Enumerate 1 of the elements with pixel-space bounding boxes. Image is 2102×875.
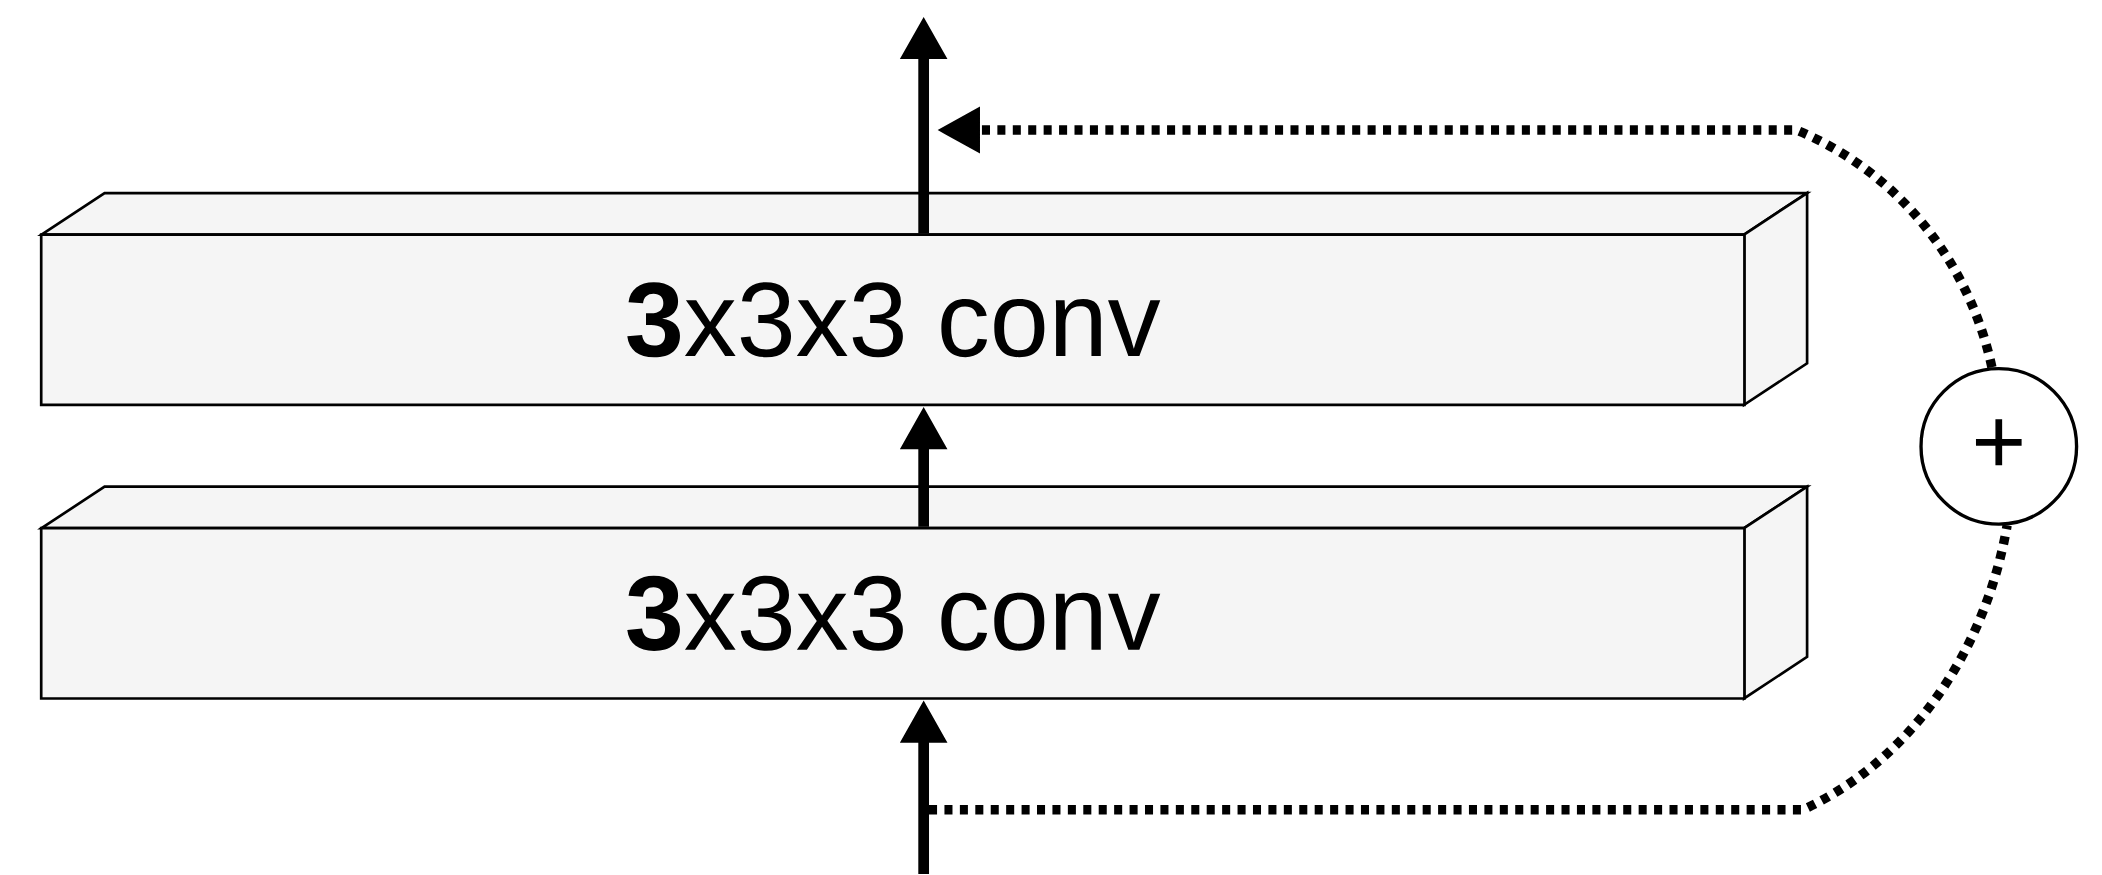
skip-connection — [929, 524, 2012, 815]
